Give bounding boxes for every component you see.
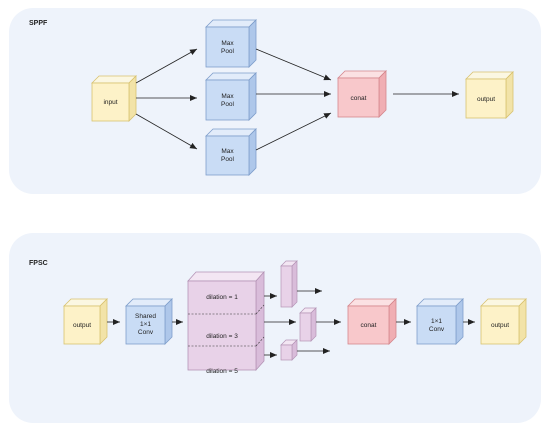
fpsc-dilation-5-label: dilation = 5 (206, 368, 238, 375)
fpsc-conv-line2: Conv (429, 326, 445, 333)
fpsc-feature-slab-1 (280, 260, 298, 308)
fpsc-dilation-3-label: dilation = 3 (206, 333, 238, 340)
sppf-concat-block: conat (337, 70, 387, 118)
fpsc-output-label: output (491, 322, 509, 329)
sppf-maxpool-3-line1: Max (221, 148, 234, 155)
sppf-maxpool-1: Max Pool (205, 19, 257, 68)
fpsc-dilation-1-label: dilation = 1 (206, 294, 238, 301)
sppf-panel (9, 8, 541, 194)
sppf-maxpool-1-line1: Max (221, 40, 234, 47)
sppf-arrows (135, 48, 459, 151)
fpsc-panel (9, 233, 541, 423)
sppf-maxpool-2: Max Pool (205, 72, 257, 121)
fpsc-conv-block: 1×1 Conv (416, 298, 464, 345)
fpsc-title: FPSC (29, 260, 48, 267)
sppf-input-label: input (103, 99, 117, 106)
sppf-maxpool-2-line1: Max (221, 93, 234, 100)
fpsc-input-block: output (63, 298, 108, 345)
sppf-maxpool-3-line2: Pool (221, 156, 235, 163)
fpsc-concat-block: conat (347, 298, 397, 345)
fpsc-input-label: output (73, 322, 91, 329)
sppf-maxpool-2-line2: Pool (221, 101, 235, 108)
fpsc-concat-label: conat (361, 322, 377, 329)
sppf-title: SPPF (29, 20, 48, 27)
fpsc-conv-line1: 1×1 (431, 318, 442, 325)
fpsc-shared-line2: 1×1 (140, 321, 151, 328)
fpsc-shared-line3: Conv (138, 329, 154, 336)
fpsc-feature-slab-3 (280, 339, 298, 361)
sppf-maxpool-3: Max Pool (205, 128, 257, 176)
fpsc-feature-slab-2 (299, 307, 317, 342)
fpsc-dilation-block: dilation = 1 dilation = 3 dilation = 5 (187, 270, 265, 375)
sppf-concat-label: conat (351, 95, 367, 102)
sppf-output-label: output (477, 96, 495, 103)
fpsc-arrows (107, 288, 475, 358)
sppf-maxpool-1-line2: Pool (221, 48, 235, 55)
fpsc-output-block: output (480, 298, 527, 345)
sppf-input-block: input (91, 75, 137, 122)
fpsc-shared-line1: Shared (135, 313, 156, 320)
sppf-output-block: output (465, 71, 514, 119)
fpsc-shared-conv-block: Shared 1×1 Conv (125, 298, 173, 345)
